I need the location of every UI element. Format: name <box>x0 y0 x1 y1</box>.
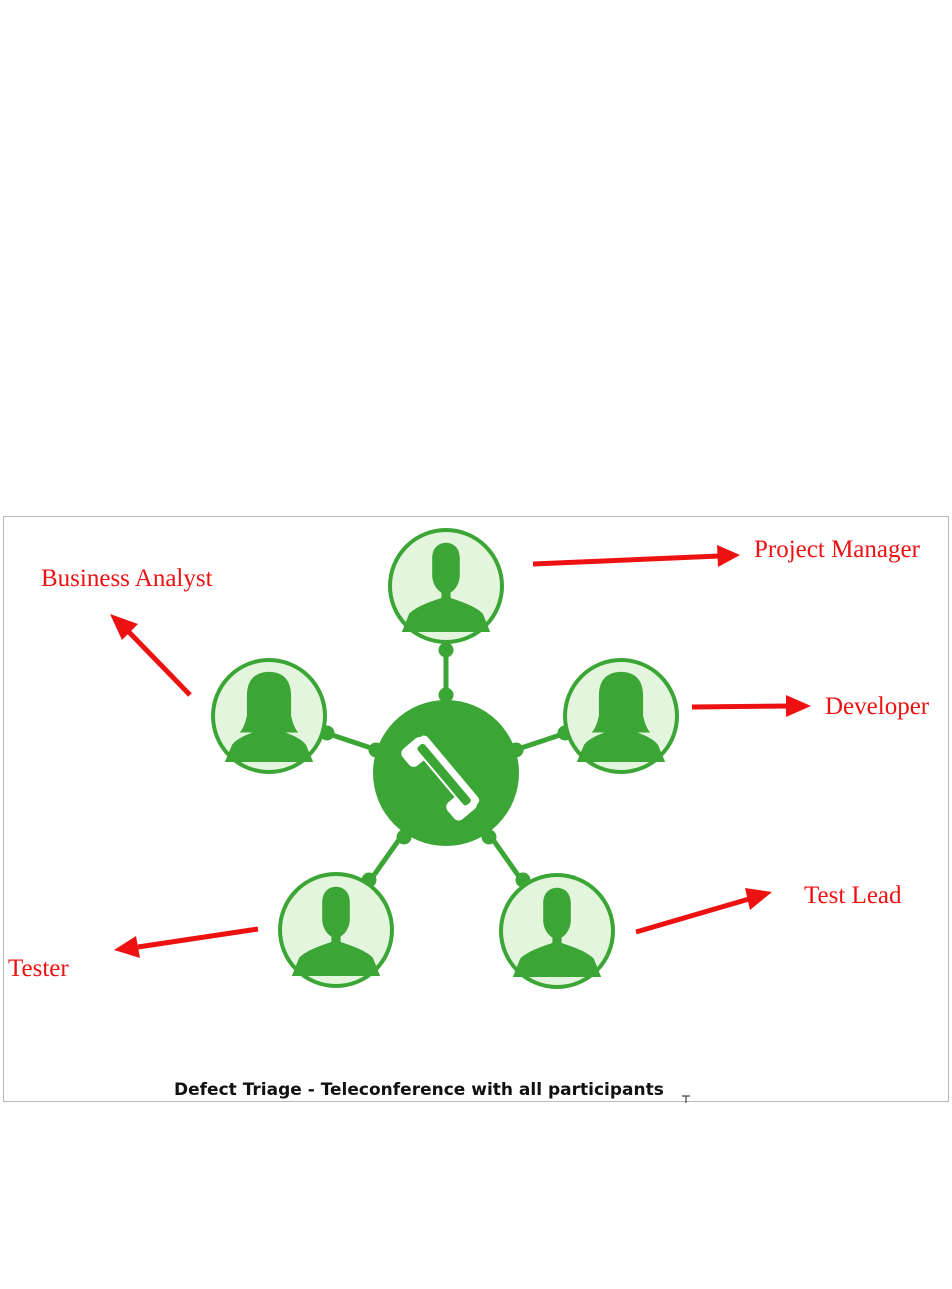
diagram-frame: Project Manager Business Analyst Develop… <box>3 516 949 1103</box>
participant-test-lead <box>499 873 615 989</box>
arrow-tester <box>114 926 259 958</box>
label-tester: Tester <box>8 955 69 982</box>
label-project-manager: Project Manager <box>754 536 921 563</box>
connector-dot <box>481 829 497 845</box>
participant-business-analyst <box>211 658 327 774</box>
connector-dot <box>438 642 454 658</box>
label-test-lead: Test Lead <box>804 882 902 909</box>
arrows <box>110 545 811 958</box>
arrow-business-analyst <box>110 614 192 697</box>
arrow-test-lead <box>635 888 772 935</box>
connector-dot <box>438 687 454 703</box>
label-developer: Developer <box>825 693 930 720</box>
participant-project-manager <box>388 528 504 644</box>
arrow-project-manager <box>532 545 740 567</box>
text-cursor-icon <box>682 1095 690 1103</box>
teleconference-diagram: Project Manager Business Analyst Develop… <box>8 528 930 1103</box>
label-business-analyst: Business Analyst <box>41 565 213 592</box>
participant-developer <box>563 658 679 774</box>
arrow-developer <box>691 695 811 717</box>
participant-tester <box>278 872 394 988</box>
phone-icon <box>401 735 480 821</box>
diagram-caption: Defect Triage - Teleconference with all … <box>174 1080 664 1100</box>
phone-hub <box>373 700 519 846</box>
